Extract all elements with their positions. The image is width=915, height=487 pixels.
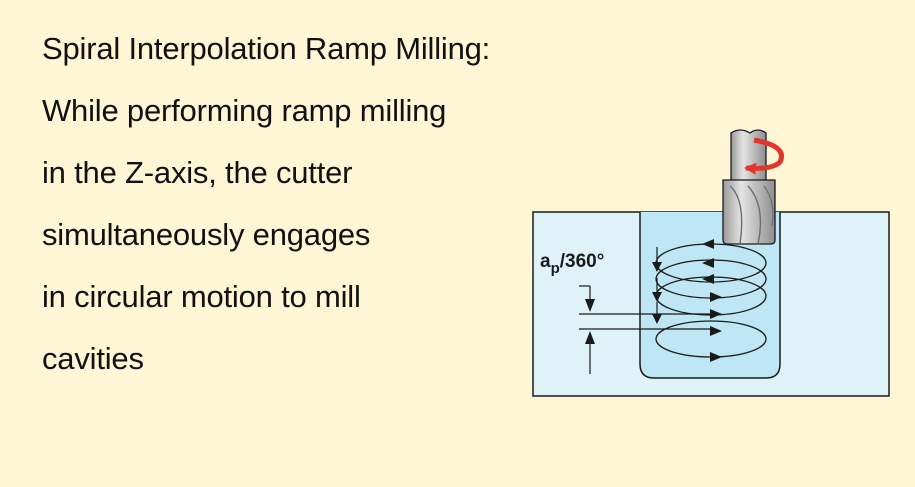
description-text: Spiral Interpolation Ramp Milling: While… [42,18,612,390]
rotation-arrow-icon [744,137,784,175]
description-line-5: cavities [42,341,144,376]
title-line: Spiral Interpolation Ramp Milling: [42,31,491,66]
dimension-label: ap/360° [540,251,604,277]
spiral-direction-arrows [702,239,722,362]
dimension-arrowheads [585,299,595,344]
descent-arrows [652,247,662,324]
end-mill-tool [722,129,776,245]
description-line-2: in the Z-axis, the cutter [42,155,353,190]
description-line-4: in circular motion to mill [42,279,361,314]
description-line-3: simultaneously engages [42,217,371,252]
dimension-lines [579,285,710,374]
description-line-1: While performing ramp milling [42,93,447,128]
